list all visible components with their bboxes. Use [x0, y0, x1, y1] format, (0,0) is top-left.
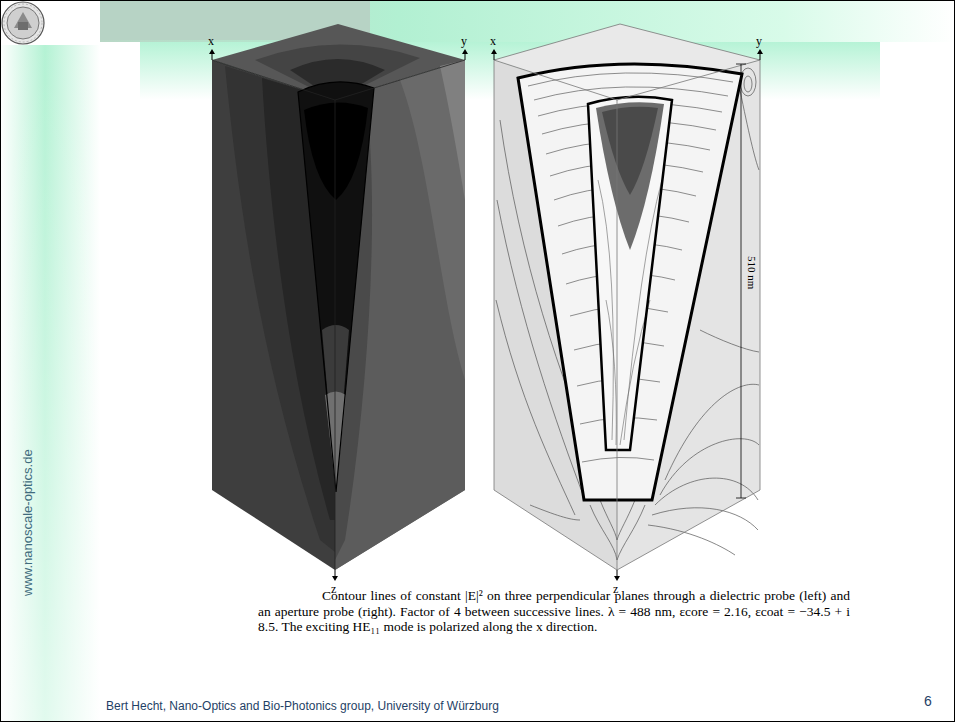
- footer-credit: Bert Hecht, Nano-Optics and Bio-Photonic…: [106, 699, 499, 714]
- dimension-label: 510 nm: [745, 254, 759, 291]
- aperture-probe-figure: [491, 24, 763, 581]
- side-strip: [0, 45, 100, 722]
- university-seal: [2, 2, 44, 44]
- figure-caption: Contour lines of constant |E|² on three …: [258, 588, 850, 635]
- title-bar: [100, 0, 955, 42]
- axis-label: z: [331, 582, 336, 596]
- website-url: www.nanoscale-optics.de: [20, 449, 36, 596]
- axis-label: z: [613, 582, 618, 596]
- axis-label: x: [208, 34, 214, 48]
- side-strip-fade: [0, 45, 100, 722]
- axis-label: y: [756, 34, 762, 48]
- dielectric-probe-figure: [209, 24, 468, 581]
- axis-label: y: [461, 34, 467, 48]
- axis-label: x: [490, 34, 496, 48]
- page-number: 6: [924, 693, 932, 709]
